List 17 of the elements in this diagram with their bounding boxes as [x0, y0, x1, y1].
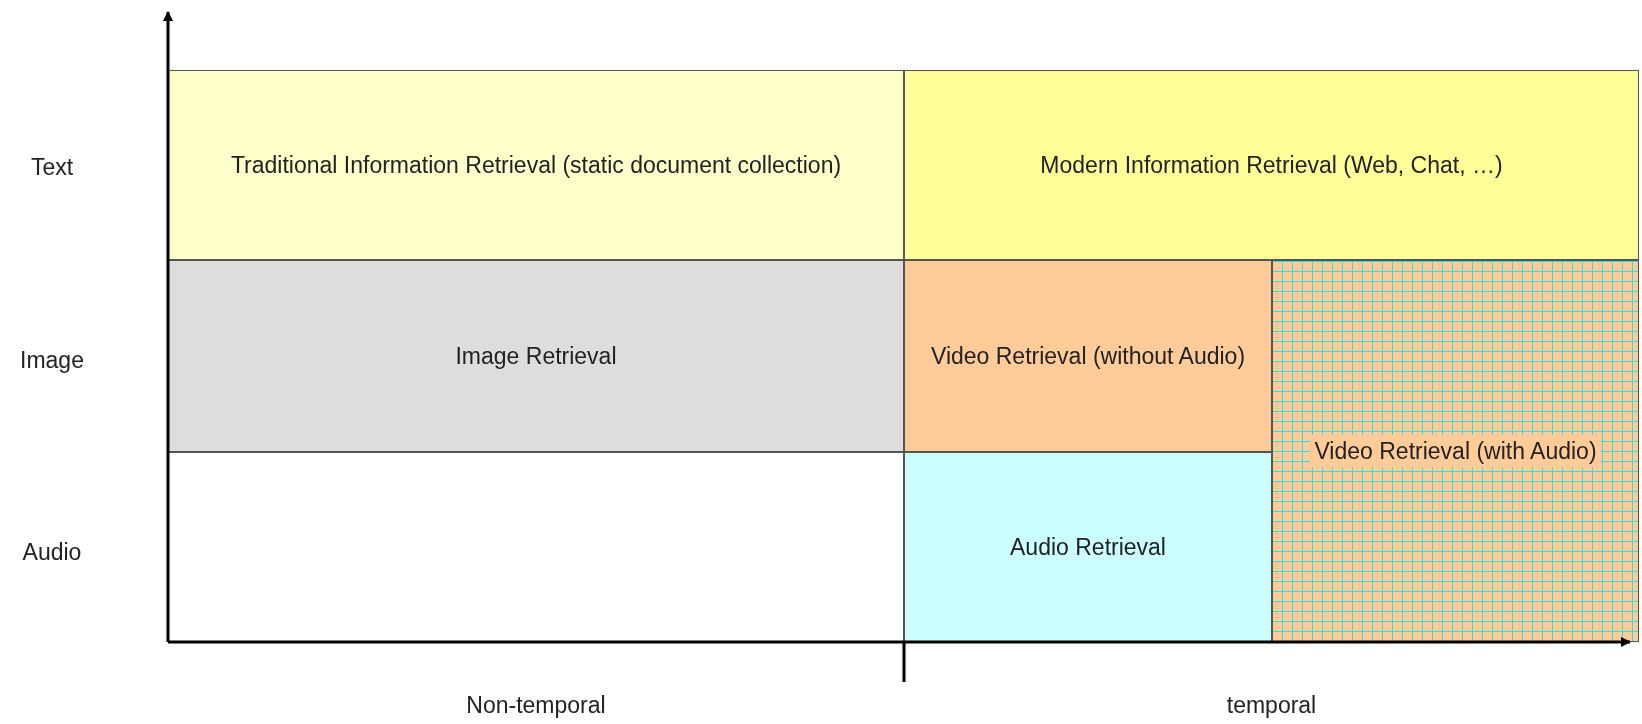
axis-label: Text	[29, 153, 75, 182]
axis-label: Audio	[21, 538, 83, 567]
axis-label: Image	[19, 346, 85, 375]
cell-label: Modern Information Retrieval (Web, Chat, …)	[1040, 151, 1503, 180]
category-cell	[168, 70, 904, 260]
category-cell	[904, 70, 1639, 260]
cell-label: Video Retrieval (with Audio)	[1310, 435, 1601, 467]
grid-pattern-cell	[1272, 260, 1639, 642]
axis-label: Non-temporal	[465, 691, 607, 720]
category-cell	[904, 260, 1272, 452]
cell-label: Traditional Information Retrieval (static document collection)	[230, 151, 842, 180]
cell-label: Audio Retrieval	[1010, 533, 1166, 562]
category-cell	[904, 452, 1272, 642]
cell-label: Image Retrieval	[455, 342, 617, 371]
cell-label: Video Retrieval (without Audio)	[930, 342, 1246, 371]
category-cell	[168, 260, 904, 452]
axis-label: temporal	[1225, 691, 1318, 720]
